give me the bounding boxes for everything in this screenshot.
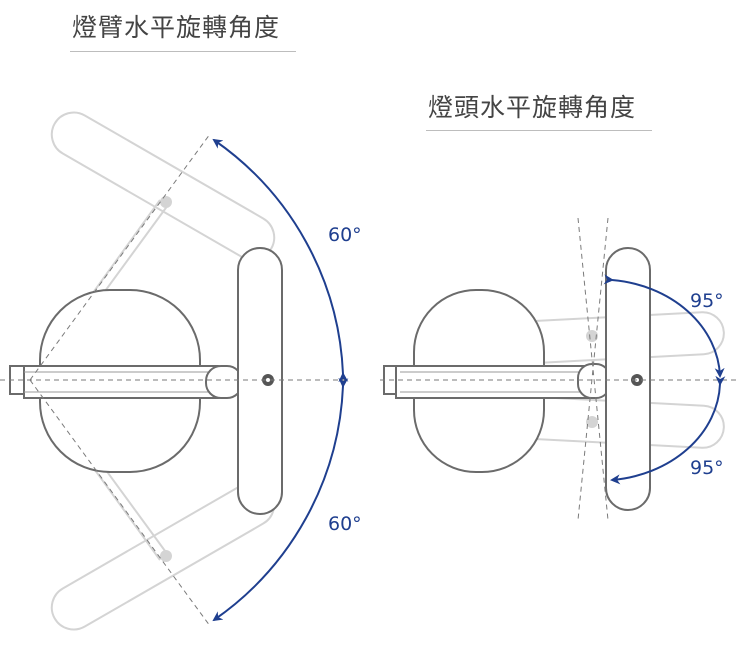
lamp-head-right bbox=[605, 247, 651, 511]
head-title-underline bbox=[426, 130, 652, 131]
arm-title-underline bbox=[70, 51, 296, 52]
arm-upper-arc bbox=[212, 138, 349, 383]
main-arm bbox=[23, 365, 223, 399]
head-upper-arc bbox=[603, 274, 725, 378]
head-lower-angle-label: 95° bbox=[690, 457, 724, 479]
arm-joint bbox=[205, 365, 243, 399]
arm-lower-angle-label: 60° bbox=[328, 513, 362, 535]
head-rotation-diagram: 95° 95° bbox=[380, 217, 740, 521]
arm-lower-arc bbox=[212, 377, 349, 622]
arm-rotation-diagram: 60° 60° bbox=[0, 111, 362, 631]
main-arm-right bbox=[395, 365, 597, 399]
head-rotation-title: 燈頭水平旋轉角度 bbox=[428, 93, 637, 122]
lamp-head bbox=[237, 247, 283, 515]
head-lower-arc bbox=[610, 375, 726, 485]
head-upper-angle-label: 95° bbox=[690, 290, 724, 312]
arm-rotation-title: 燈臂水平旋轉角度 bbox=[72, 13, 281, 42]
arm-upper-angle-label: 60° bbox=[328, 224, 362, 246]
